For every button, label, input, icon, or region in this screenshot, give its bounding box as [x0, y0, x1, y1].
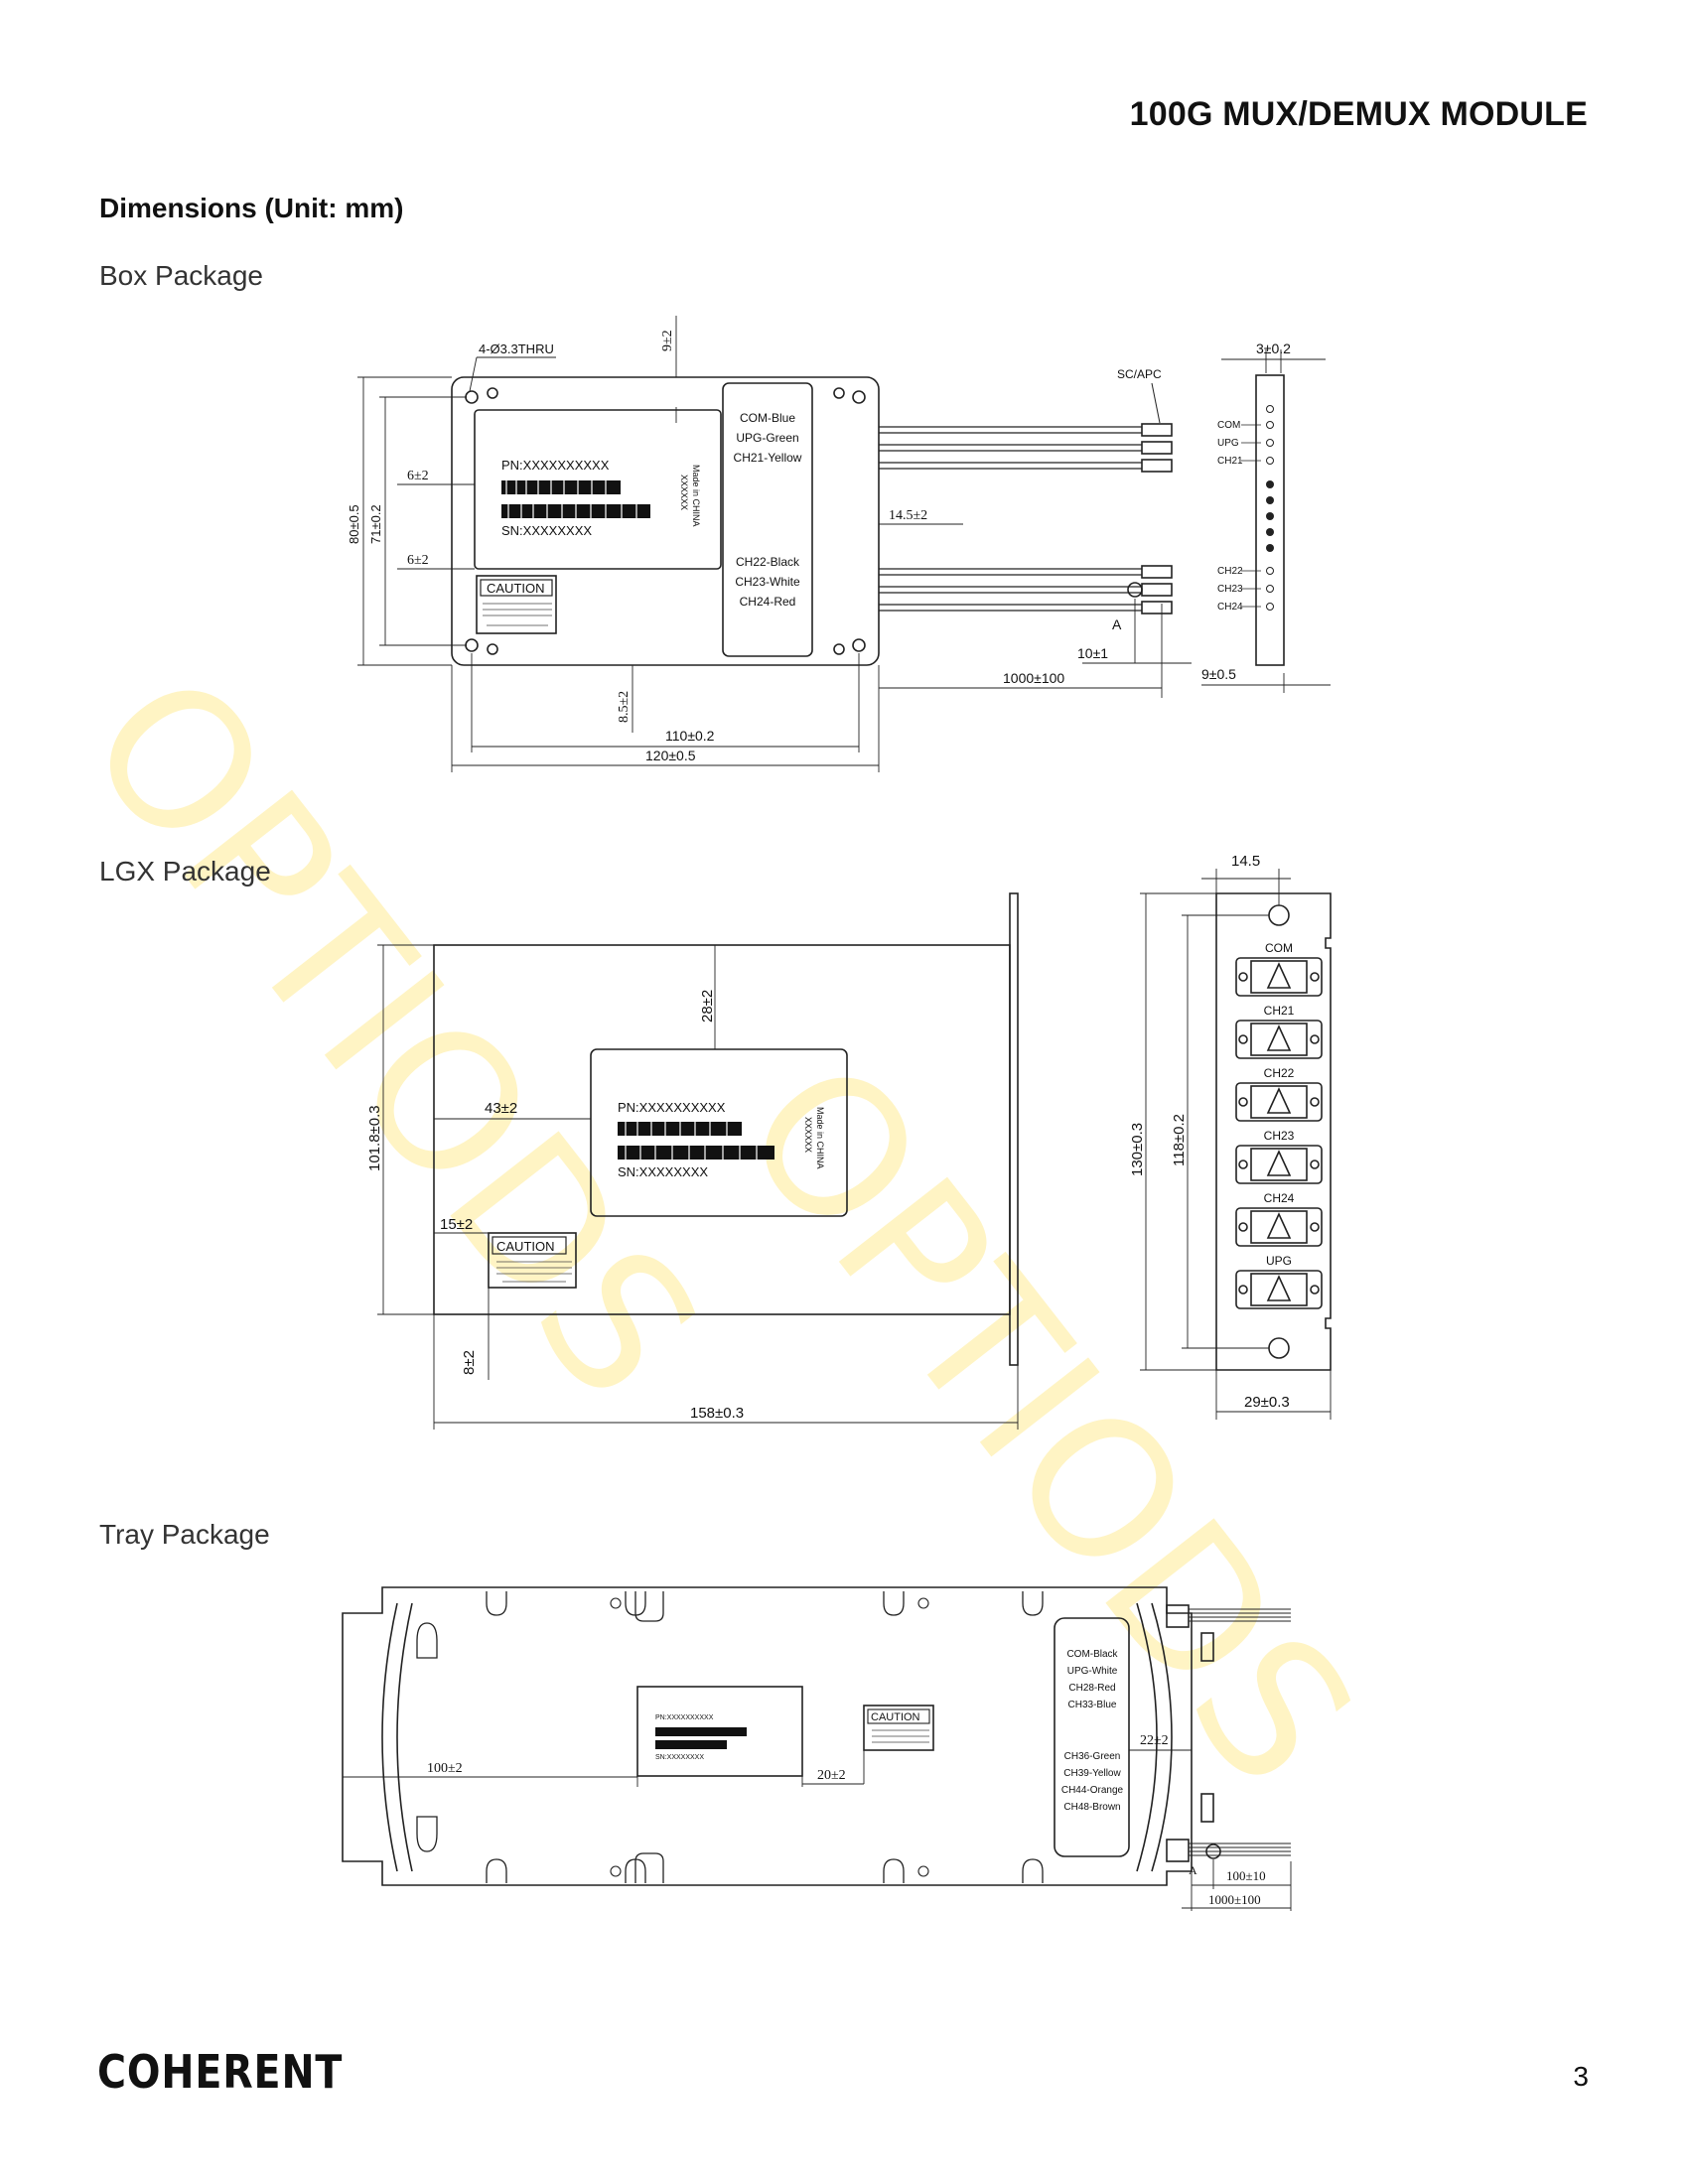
lgx-made-code: XXXXXX [803, 1117, 813, 1153]
tray-pn: PN:XXXXXXXXXX [655, 1714, 714, 1721]
tray-package-label: Tray Package [99, 1519, 270, 1550]
side-port: CH22 [1217, 566, 1243, 577]
sc-apc-connectors [1141, 423, 1173, 614]
dim-6b: 6±2 [407, 553, 429, 568]
dim-3: 3±0.2 [1256, 341, 1291, 356]
tray-port: CH28-Red [1068, 1683, 1115, 1694]
tray-dim-20: 20±2 [817, 1768, 846, 1783]
tray-body [342, 1586, 1193, 1886]
lgx-caution-label [488, 1232, 577, 1289]
tray-port: UPG-White [1067, 1666, 1118, 1677]
page-number: 3 [1573, 2061, 1589, 2092]
connector-label: SC/APC [1117, 367, 1162, 381]
dim-8-5: 8.5±2 [617, 691, 632, 723]
lgx-made-in: Made in CHINA [815, 1107, 825, 1169]
box-port: UPG-Green [736, 431, 798, 445]
side-port: UPG [1217, 438, 1239, 449]
box-caution: CAUTION [487, 581, 545, 596]
dim-1000: 1000±100 [1003, 670, 1064, 686]
tray-port-panel [1054, 1617, 1130, 1857]
lgx-pn: PN:XXXXXXXXXX [618, 1100, 726, 1115]
lgx-dim-130: 130±0.3 [1129, 1123, 1146, 1176]
tray-package-drawing: PN:XXXXXXXXXX SN:XXXXXXXX CAUTION COM-Bl… [342, 1586, 1292, 1911]
dim-80: 80±0.5 [347, 504, 361, 544]
hole-note: 4-Ø3.3THRU [479, 341, 554, 356]
box-side-view [1255, 374, 1285, 666]
lgx-dim-158: 158±0.3 [690, 1405, 744, 1422]
lgx-dim-15: 15±2 [440, 1216, 473, 1233]
fiber-cables [879, 426, 1142, 612]
tray-dim-100: 100±2 [427, 1761, 463, 1776]
dim-120: 120±0.5 [645, 748, 696, 763]
lgx-caution: CAUTION [496, 1239, 555, 1254]
side-port: CH23 [1217, 584, 1243, 595]
box-sn: SN:XXXXXXXX [501, 523, 592, 538]
tray-sn: SN:XXXXXXXX [655, 1754, 704, 1761]
dim-10: 10±1 [1077, 645, 1108, 661]
side-port: CH24 [1217, 602, 1243, 613]
tray-dim-22: 22±2 [1140, 1733, 1169, 1748]
box-body [451, 376, 880, 666]
tray-dim-1000: 1000±100 [1208, 1892, 1261, 1907]
tray-caution-label [863, 1705, 934, 1751]
box-port: COM-Blue [740, 411, 795, 425]
side-port: COM [1217, 420, 1240, 431]
lgx-port: CH21 [1264, 1004, 1295, 1018]
dim-9b: 9±0.5 [1201, 666, 1236, 682]
lgx-sn: SN:XXXXXXXX [618, 1164, 708, 1179]
caution-label [476, 575, 557, 634]
box-made-code: XXXXXX [679, 475, 689, 510]
tray-caution: CAUTION [871, 1711, 920, 1723]
lgx-port: CH24 [1264, 1191, 1295, 1205]
company-logo: COHERENT [97, 2045, 344, 2099]
side-port: CH21 [1217, 456, 1243, 467]
lgx-dim-101: 101.8±0.3 [366, 1105, 383, 1171]
section-title: Dimensions (Unit: mm) [99, 193, 404, 223]
box-package-drawing: PN:XXXXXXXXXX SN:XXXXXXXX Made in CHINA … [347, 316, 1331, 772]
tray-port: COM-Black [1066, 1649, 1118, 1660]
lgx-dim-14-5: 14.5 [1231, 853, 1260, 870]
dim-9: 9±2 [660, 330, 675, 351]
lgx-port: COM [1265, 941, 1293, 955]
box-pn: PN:XXXXXXXXXX [501, 458, 610, 473]
tray-port: CH44-Orange [1061, 1785, 1124, 1796]
lgx-dim-43: 43±2 [485, 1100, 517, 1117]
box-made-in: Made in CHINA [691, 465, 701, 527]
box-port: CH24-Red [740, 595, 796, 609]
lgx-adapters [1235, 957, 1323, 1309]
port-panel [722, 382, 813, 657]
lgx-package-label: LGX Package [99, 856, 271, 887]
dim-71: 71±0.2 [368, 504, 383, 544]
lgx-dim-29: 29±0.3 [1244, 1394, 1290, 1411]
product-label [474, 409, 722, 570]
lgx-port: CH22 [1264, 1066, 1295, 1080]
lgx-package-drawing: PN:XXXXXXXXXX SN:XXXXXXXX Made in CHINA … [366, 853, 1332, 1430]
tray-port: CH48-Brown [1063, 1802, 1120, 1813]
tray-product-label [636, 1686, 803, 1777]
tray-port: CH39-Yellow [1063, 1768, 1121, 1779]
tray-dim-100b: 100±10 [1226, 1868, 1266, 1883]
dim-6a: 6±2 [407, 469, 429, 483]
lgx-dim-118: 118±0.2 [1171, 1114, 1188, 1166]
tray-port: CH33-Blue [1068, 1700, 1117, 1710]
box-port: CH21-Yellow [734, 451, 802, 465]
box-port: CH23-White [735, 575, 800, 589]
dim-110: 110±0.2 [665, 728, 715, 744]
box-package-label: Box Package [99, 260, 263, 291]
lgx-port: CH23 [1264, 1129, 1295, 1143]
box-port: CH22-Black [736, 555, 800, 569]
tray-port: CH36-Green [1064, 1751, 1121, 1762]
tray-detail-a: A [1189, 1863, 1197, 1877]
document-title: 100G MUX/DEMUX MODULE [1129, 95, 1588, 133]
lgx-dim-28: 28±2 [699, 990, 716, 1023]
lgx-product-label [590, 1048, 848, 1217]
lgx-dim-8: 8±2 [461, 1350, 478, 1375]
dim-14-5: 14.5±2 [889, 508, 927, 523]
lgx-port: UPG [1266, 1254, 1292, 1268]
detail-a: A [1112, 616, 1122, 632]
